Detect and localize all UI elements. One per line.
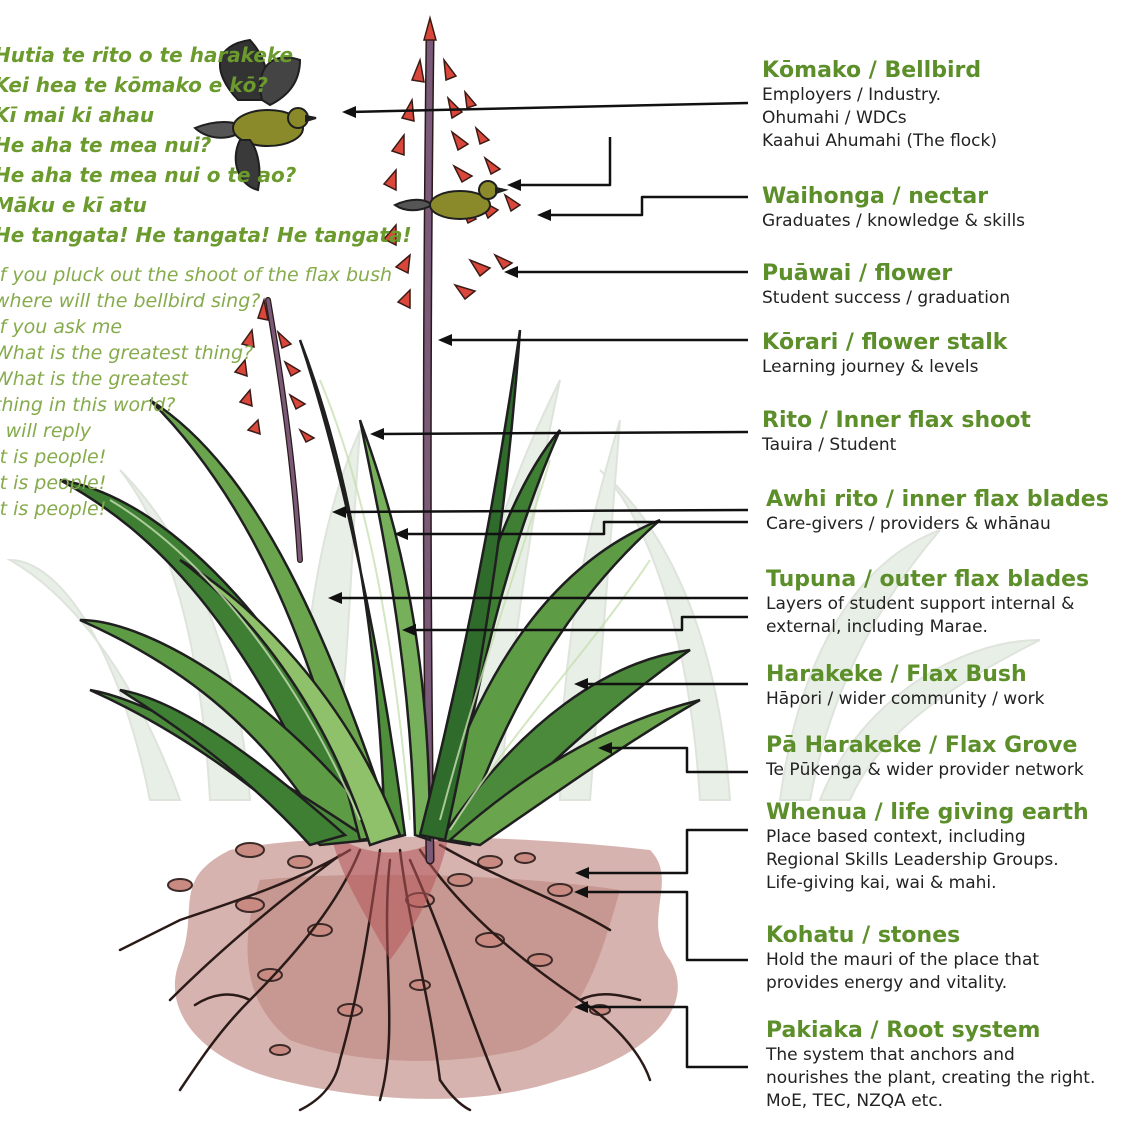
- label-desc: MoE, TEC, NZQA etc.: [766, 1090, 1095, 1113]
- arrow-waihonga: [545, 197, 748, 215]
- label-desc: nourishes the plant, creating the right.: [766, 1067, 1095, 1090]
- label-desc: Kaahui Ahumahi (The flock): [762, 130, 997, 153]
- poem-line: Kī mai ki ahau: [0, 100, 339, 130]
- label-title: Kōrari / flower stalk: [762, 330, 1007, 356]
- label-desc: Hāpori / wider community / work: [766, 688, 1044, 711]
- poem-line: What is the greatest thing?: [0, 340, 339, 366]
- label-title: Awhi rito / inner flax blades: [766, 487, 1109, 513]
- label-title: Puāwai / flower: [762, 261, 1010, 287]
- label-desc: Employers / Industry.: [762, 84, 997, 107]
- arrow-bellbird-perched: [515, 137, 610, 185]
- label-pa-harakeke: Pā Harakeke / Flax Grove Te Pūkenga & wi…: [766, 733, 1084, 782]
- label-tupuna: Tupuna / outer flax blades Layers of stu…: [766, 567, 1089, 639]
- poem-line: If you ask me: [0, 314, 339, 340]
- label-title: Rito / Inner flax shoot: [762, 408, 1031, 434]
- label-puawai: Puāwai / flower Student success / gradua…: [762, 261, 1010, 310]
- poem-maori: Hutia te rito o te harakeke Kei hea te k…: [0, 40, 339, 250]
- poem-line: Kei hea te kōmako e kō?: [0, 70, 339, 100]
- poem-line: where will the bellbird sing?: [0, 288, 339, 314]
- poem-line: thing in this world?: [0, 392, 339, 418]
- label-desc: Student success / graduation: [762, 287, 1010, 310]
- arrow-rito: [378, 432, 748, 434]
- label-title: Kohatu / stones: [766, 923, 1039, 949]
- label-whenua: Whenua / life giving earth Place based c…: [766, 800, 1089, 895]
- label-desc: Te Pūkenga & wider provider network: [766, 759, 1084, 782]
- poem-line: He aha te mea nui?: [0, 130, 339, 160]
- label-title: Pakiaka / Root system: [766, 1018, 1095, 1044]
- label-kohatu: Kohatu / stones Hold the mauri of the pl…: [766, 923, 1039, 995]
- label-desc: Tauira / Student: [762, 434, 1031, 457]
- label-harakeke: Harakeke / Flax Bush Hāpori / wider comm…: [766, 662, 1044, 711]
- label-desc: The system that anchors and: [766, 1044, 1095, 1067]
- poem-line: What is the greatest: [0, 366, 339, 392]
- label-waihonga: Waihonga / nectar Graduates / knowledge …: [762, 184, 1025, 233]
- label-pakiaka: Pakiaka / Root system The system that an…: [766, 1018, 1095, 1113]
- poem-line: It is people!: [0, 470, 339, 496]
- label-title: Pā Harakeke / Flax Grove: [766, 733, 1084, 759]
- label-desc: provides energy and vitality.: [766, 972, 1039, 995]
- label-korari: Kōrari / flower stalk Learning journey &…: [762, 330, 1007, 379]
- label-desc: Regional Skills Leadership Groups.: [766, 849, 1089, 872]
- poem-line: I will reply: [0, 418, 339, 444]
- label-rito: Rito / Inner flax shoot Tauira / Student: [762, 408, 1031, 457]
- poem-line: It is people!: [0, 496, 339, 522]
- label-title: Whenua / life giving earth: [766, 800, 1089, 826]
- label-komako: Kōmako / Bellbird Employers / Industry. …: [762, 58, 997, 153]
- label-desc: Layers of student support internal &: [766, 593, 1089, 616]
- label-desc: Life-giving kai, wai & mahi.: [766, 872, 1089, 895]
- poem-line: If you pluck out the shoot of the flax b…: [0, 262, 339, 288]
- label-awhi-rito: Awhi rito / inner flax blades Care-giver…: [766, 487, 1109, 536]
- label-desc: Care-givers / providers & whānau: [766, 513, 1109, 536]
- poem-line: It is people!: [0, 444, 339, 470]
- label-desc: Learning journey & levels: [762, 356, 1007, 379]
- arrow-awhi-1: [340, 510, 748, 512]
- label-title: Waihonga / nectar: [762, 184, 1025, 210]
- label-title: Kōmako / Bellbird: [762, 58, 997, 84]
- poem-english: If you pluck out the shoot of the flax b…: [0, 262, 339, 522]
- label-desc: Hold the mauri of the place that: [766, 949, 1039, 972]
- poem-line: He tangata! He tangata! He tangata!: [0, 220, 339, 250]
- poem-line: Māku e kī atu: [0, 190, 339, 220]
- label-desc: Ohumahi / WDCs: [762, 107, 997, 130]
- label-title: Tupuna / outer flax blades: [766, 567, 1089, 593]
- label-desc: Graduates / knowledge & skills: [762, 210, 1025, 233]
- label-desc: external, including Marae.: [766, 616, 1089, 639]
- label-desc: Place based context, including: [766, 826, 1089, 849]
- poem-line: Hutia te rito o te harakeke: [0, 40, 339, 70]
- label-title: Harakeke / Flax Bush: [766, 662, 1044, 688]
- poem-line: He aha te mea nui o te ao?: [0, 160, 339, 190]
- arrow-awhi-2: [402, 522, 748, 534]
- whakatauki-poem: Hutia te rito o te harakeke Kei hea te k…: [0, 40, 339, 522]
